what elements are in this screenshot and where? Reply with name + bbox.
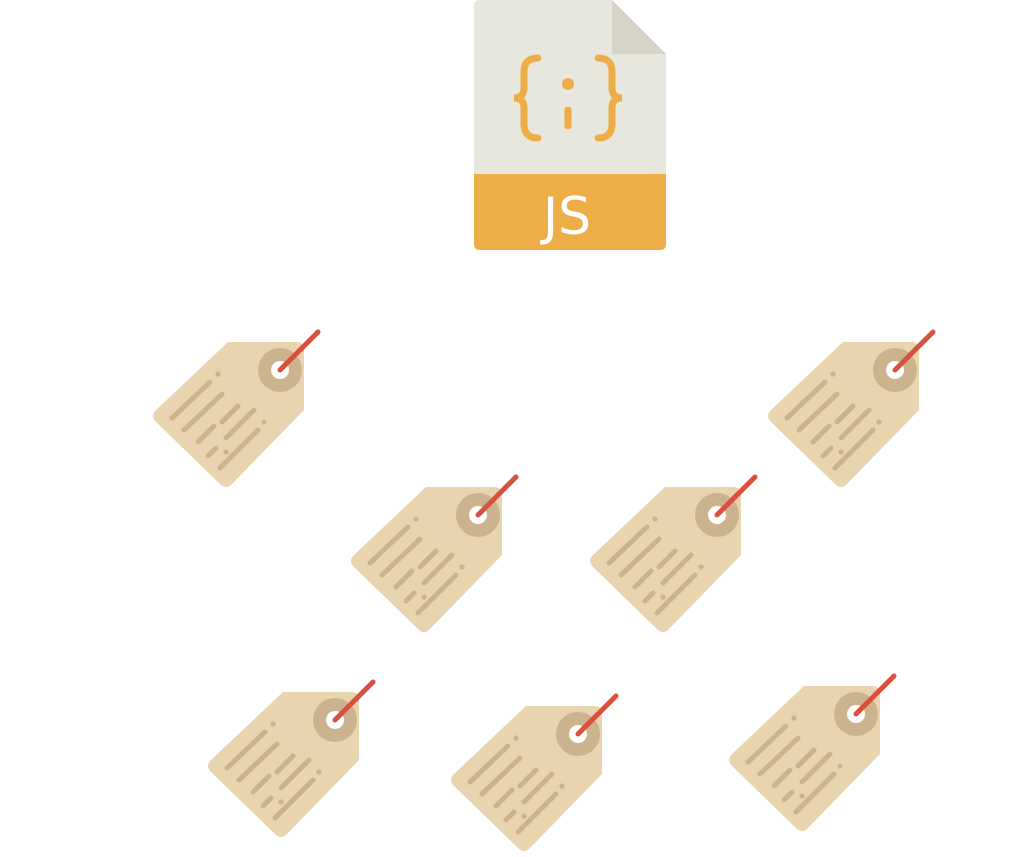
braces-glyph: [513, 54, 623, 142]
price-tag-icon: [768, 332, 933, 487]
price-tag-icon: [208, 682, 373, 837]
price-tag-icon: [590, 477, 755, 632]
price-tag-icon: [351, 477, 516, 632]
price-tag-icon: [153, 332, 318, 487]
braces-dot: [562, 78, 574, 90]
file-fold: [612, 0, 666, 54]
file-label-band: [474, 174, 666, 250]
file-type-label: JS: [540, 187, 591, 247]
javascript-file-icon: JS: [474, 0, 666, 250]
price-tag-icon: [729, 676, 894, 831]
price-tag-icon: [451, 696, 616, 851]
price-tags-group: [153, 332, 933, 851]
